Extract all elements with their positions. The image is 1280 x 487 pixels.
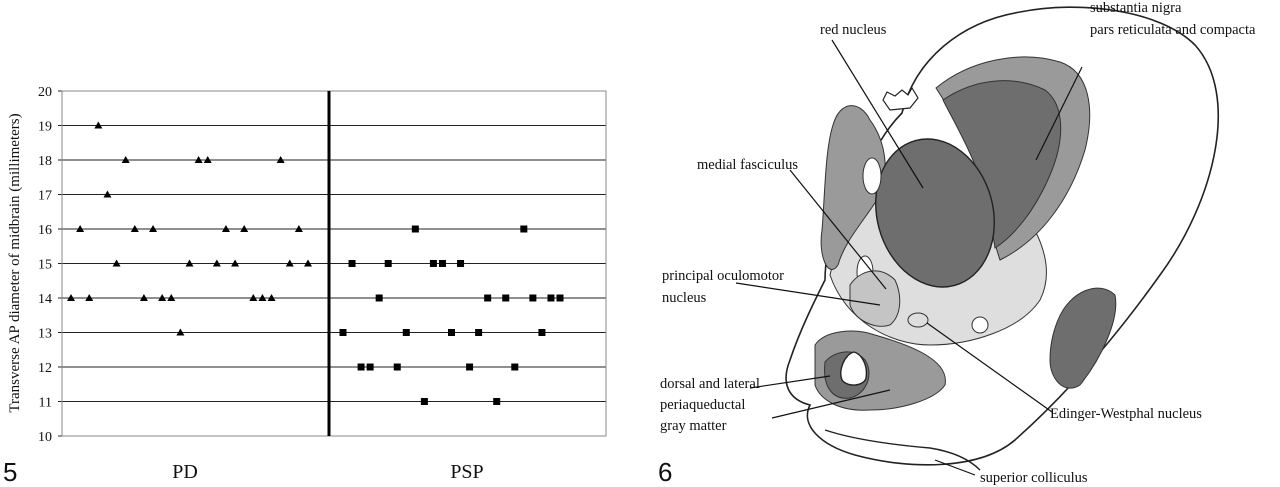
psp-square-marker	[357, 363, 365, 371]
label-periaqueductal: periaqueductal	[660, 397, 745, 413]
psp-square-marker	[475, 329, 483, 336]
y-axis-label: Transverse AP diameter of midbrain (mill…	[7, 113, 23, 412]
pd-triangle-marker	[149, 225, 158, 232]
pd-triangle-marker	[85, 294, 94, 301]
pd-triangle-marker	[130, 225, 139, 232]
top-notch	[882, 86, 919, 111]
psp-square-marker	[529, 294, 537, 302]
cerebral-aqueduct	[840, 351, 868, 386]
label-gray-matter: gray matter	[660, 418, 727, 434]
psp-square-marker	[511, 363, 519, 371]
y-tick-label: 14	[38, 292, 52, 307]
pd-triangle-marker	[276, 156, 285, 163]
pd-triangle-marker	[304, 259, 312, 267]
label-edinger-westphal: Edinger-Westphal nucleus	[1050, 406, 1202, 422]
pd-triangle-marker	[231, 259, 240, 267]
pd-triangle-marker	[176, 328, 185, 336]
label-principal-oculomotor-2: nucleus	[662, 290, 707, 306]
pd-triangle-marker	[94, 121, 103, 129]
pd-triangle-marker	[240, 225, 249, 232]
medial-fasciculus-shape	[862, 157, 882, 195]
psp-square-marker	[466, 363, 474, 371]
chart-gridlines	[58, 90, 606, 437]
pd-triangle-marker	[249, 294, 258, 301]
psp-square-marker	[393, 363, 401, 371]
psp-square-marker	[366, 363, 374, 371]
pd-triangle-marker	[158, 294, 167, 301]
pd-triangle-marker	[103, 190, 112, 198]
label-red-nucleus: red nucleus	[820, 22, 887, 38]
pd-triangle-marker	[76, 225, 85, 232]
pd-triangle-marker	[203, 156, 212, 163]
pd-triangle-marker	[258, 294, 267, 301]
y-tick-label: 16	[38, 223, 52, 238]
figure-5-chart: 10 11 12 13 14 15 16 17 18 19 20 Transverse AP dia…	[3, 85, 607, 487]
pd-triangle-marker	[221, 225, 230, 232]
psp-square-marker	[484, 294, 492, 302]
plot-area-frame	[61, 90, 607, 437]
label-dorsal-lateral: dorsal and lateral	[660, 376, 760, 392]
psp-square-marker	[538, 329, 546, 336]
label-principal-oculomotor: principal oculomotor	[662, 268, 784, 284]
figure-6-number: 6	[658, 457, 672, 487]
label-substantia-nigra-sub: pars reticulata and compacta	[1090, 22, 1256, 38]
psp-square-marker	[438, 260, 446, 267]
y-tick-label: 12	[38, 361, 52, 376]
psp-square-marker	[502, 294, 510, 302]
edinger-westphal-shape	[907, 312, 929, 328]
right-dark-lobe	[1049, 287, 1117, 389]
chart-markers	[67, 121, 564, 405]
psp-square-marker	[348, 260, 356, 267]
y-axis-tick-labels: 10 11 12 13 14 15 16 17 18 19 20	[38, 85, 52, 445]
white-ellipse-3	[971, 316, 989, 334]
psp-square-marker	[402, 329, 410, 336]
psp-square-marker	[556, 294, 564, 302]
psp-square-marker	[457, 260, 465, 267]
label-substantia-nigra: substantia nigra	[1090, 0, 1182, 16]
leader-lines	[735, 39, 1083, 476]
psp-square-marker	[411, 225, 419, 233]
y-tick-label: 20	[38, 85, 52, 100]
y-tick-label: 19	[38, 120, 52, 135]
red-nucleus-shape	[875, 138, 995, 288]
pd-triangle-marker	[212, 259, 221, 267]
psp-square-marker	[520, 225, 528, 233]
psp-square-marker	[493, 398, 501, 405]
pd-triangle-marker	[139, 294, 148, 301]
pd-triangle-marker	[185, 259, 194, 267]
pd-triangle-marker	[121, 156, 130, 163]
pd-triangle-marker	[194, 156, 203, 163]
superior-colliculus-shape	[824, 429, 981, 471]
y-tick-label: 10	[38, 430, 52, 445]
psp-square-marker	[420, 398, 428, 405]
y-tick-label: 15	[38, 258, 52, 273]
label-medial-fasciculus: medial fasciculus	[697, 157, 798, 173]
category-label-psp: PSP	[450, 461, 483, 483]
y-tick-label: 11	[39, 396, 52, 411]
pd-triangle-marker	[294, 225, 303, 232]
label-superior-colliculus: superior colliculus	[980, 470, 1088, 486]
pd-triangle-marker	[285, 259, 294, 267]
figure-6-diagram: red nucleus substantia nigra pars reticu…	[658, 0, 1256, 487]
psp-square-marker	[384, 260, 392, 267]
y-tick-label: 17	[38, 189, 52, 204]
pd-triangle-marker	[67, 294, 75, 301]
psp-square-marker	[547, 294, 555, 302]
pd-triangle-marker	[167, 294, 176, 301]
figure-5-number: 5	[3, 457, 17, 487]
psp-square-marker	[429, 260, 437, 267]
y-tick-label: 18	[38, 154, 52, 169]
category-label-pd: PD	[172, 461, 198, 483]
pd-triangle-marker	[267, 294, 276, 301]
pd-triangle-marker	[112, 259, 121, 267]
psp-square-marker	[448, 329, 455, 336]
psp-square-marker	[375, 294, 383, 302]
psp-square-marker	[339, 329, 347, 336]
y-tick-label: 13	[38, 327, 52, 342]
